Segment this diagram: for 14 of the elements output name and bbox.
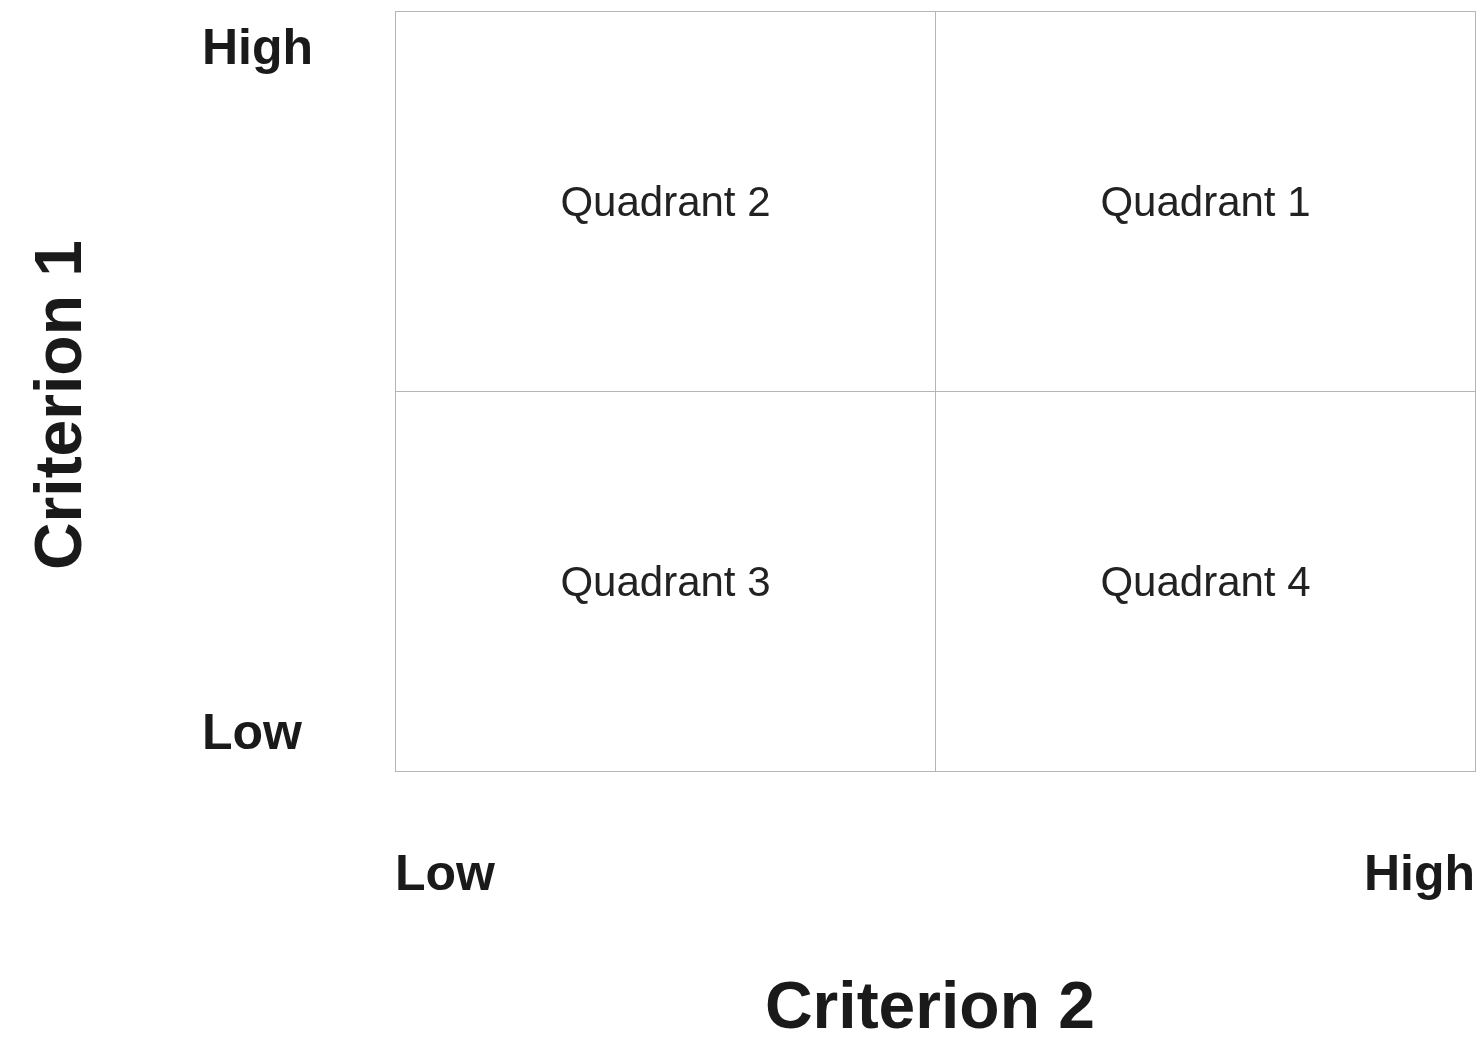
axis-tick-label: Low xyxy=(202,707,302,757)
axis-tick-label: Low xyxy=(395,848,495,898)
axis-title: Criterion 2 xyxy=(764,972,1096,1038)
axis-tick-label: High xyxy=(202,22,314,72)
quadrant-label: Quadrant 1 xyxy=(1100,177,1311,227)
quadrant-label: Quadrant 4 xyxy=(1100,557,1311,607)
quadrant-box xyxy=(935,11,1476,392)
quadrant-box xyxy=(395,391,936,772)
quadrant-box xyxy=(935,391,1476,772)
axis-tick-label: High xyxy=(1363,848,1475,898)
axis-title: Criterion 1 xyxy=(25,239,91,571)
quadrant-label: Quadrant 3 xyxy=(560,557,771,607)
quadrant-box xyxy=(395,11,936,392)
quadrant-label: Quadrant 2 xyxy=(560,177,771,227)
